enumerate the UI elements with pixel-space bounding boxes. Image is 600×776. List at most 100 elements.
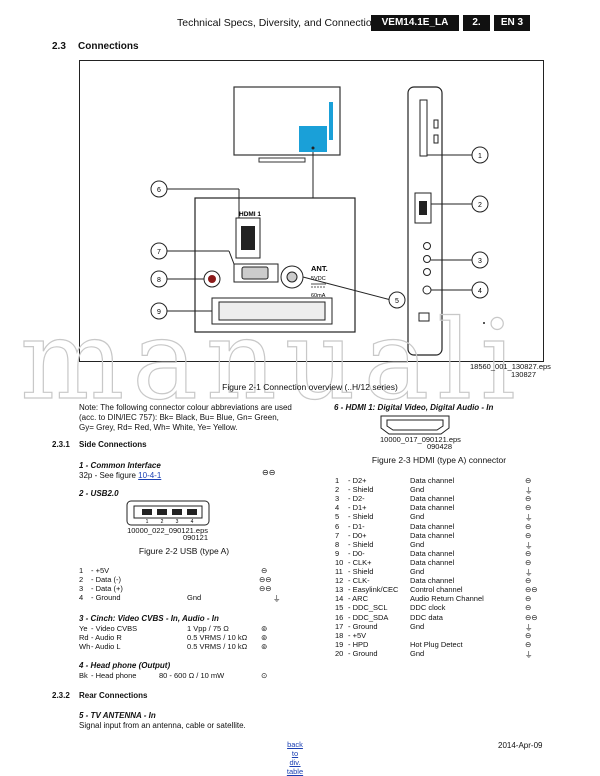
hdmi-pin-desc: Data channel: [410, 521, 455, 531]
rear-section-title: Rear Connections: [79, 691, 148, 700]
antenna-text: Signal input from an antenna, cable or s…: [79, 721, 246, 730]
hdmi-pin-number: 1: [335, 476, 340, 485]
ground-icon: ⏚: [273, 594, 281, 603]
signal-direction-icon: ⊖: [525, 494, 532, 504]
hdmi-pin-name: - Shield: [348, 567, 374, 576]
hdmi-pin-number: 2: [335, 485, 340, 495]
hdmi-pin-desc: Audio Return Channel: [410, 594, 484, 604]
hdmi-pin-desc: DDC data: [410, 612, 443, 622]
leader-dot: [311, 146, 315, 150]
ci-title: 1 - Common Interface: [79, 461, 161, 470]
hdmi-pin-desc: Data channel: [410, 503, 455, 513]
cinch-icon: ⊚: [261, 633, 268, 642]
bidirectional-icon: ⊖⊖: [259, 584, 272, 593]
chapter-badge: 2.: [463, 15, 490, 31]
tv-side-edge: [329, 102, 333, 140]
hdmi-pin-desc: Gnd: [410, 621, 425, 631]
hdmi-port-label: HDMI 1: [239, 211, 261, 218]
usb-pin-2: 2: [161, 519, 164, 525]
antenna-label: ANT.: [311, 264, 328, 273]
hdmi-pin-number: 13: [335, 585, 344, 595]
hdmi-pin-number: 18: [335, 630, 344, 640]
cinch-port-3: [423, 268, 431, 276]
hdmi-pin-desc: Data channel: [410, 548, 455, 558]
hdmi-pin-desc: Data channel: [410, 576, 455, 586]
hdmi-connector-drawing: [380, 415, 450, 435]
hdmi-pin-number: 20: [335, 648, 344, 658]
hdmi-pin-desc: Data channel: [410, 557, 455, 567]
hdmi-pin-number: 14: [335, 594, 344, 604]
header-title: Technical Specs, Diversity, and Connecti…: [177, 17, 383, 29]
antenna-spec-2: 60mA: [311, 293, 326, 299]
hdmi-pin-name: - CLK+: [348, 557, 372, 567]
signal-direction-icon: ⊖: [525, 576, 532, 586]
signal-direction-icon: ⊖: [525, 603, 532, 613]
input-icon: ⊖: [261, 566, 268, 575]
connection-overview-diagram: HDMI 1 ANT. 5VDC 60mA 1 2 3 4 5 6 7 8: [150, 86, 489, 356]
hdmi-pin-desc: Gnd: [410, 512, 425, 522]
signal-direction-icon: ⊖: [525, 557, 532, 567]
headphone-icon: ⊙: [261, 671, 268, 680]
usb-pin-3: 3: [176, 519, 179, 525]
hdmi-pin-desc: Data channel: [410, 494, 455, 504]
hdmi-pin-number: 6: [335, 521, 340, 531]
hdmi-pin-number: 7: [335, 530, 340, 540]
section-title: Connections: [78, 41, 139, 52]
vga-port-inner: [241, 266, 269, 280]
usb-connector-drawing: 1 2 3 4: [126, 500, 210, 526]
footer-date: 2014-Apr-09: [498, 741, 543, 750]
hdmi-pin-name: - D2+: [348, 476, 367, 485]
hdmi-pin-desc: Gnd: [410, 648, 425, 658]
back-to-div-table-link[interactable]: back to div. table: [286, 740, 304, 776]
note-line-1: Note: The following connector colour abb…: [79, 403, 292, 412]
antenna-spec-1: 5VDC: [311, 276, 326, 282]
callout-6: 6: [157, 187, 161, 194]
ground-icon: ⏚: [525, 568, 533, 577]
signal-direction-icon: ⊖: [525, 503, 532, 513]
hdmi-title: 6 - HDMI 1: Digital Video, Digital Audio…: [334, 403, 494, 412]
cinch-port-1: [423, 242, 431, 250]
cinch-icon: ⊚: [261, 642, 268, 651]
cinch-title: 3 - Cinch: Video CVBS - In, Audio - In: [79, 614, 219, 623]
signal-direction-icon: ⊖⊖: [525, 612, 538, 622]
signal-direction-icon: ⊖: [525, 594, 532, 604]
callout-4: 4: [478, 288, 482, 295]
figure1-file-id: 18560_001_130827.eps: [470, 362, 551, 371]
usb-file-date: 090121: [182, 533, 208, 542]
callout-7: 7: [157, 249, 161, 256]
hdmi-pin-name: - +5V: [348, 630, 367, 640]
rear-section-number: 2.3.2: [52, 691, 70, 700]
callout-5: 5: [395, 298, 399, 305]
signal-direction-icon: ⊖: [525, 530, 532, 540]
side-section-title: Side Connections: [79, 440, 147, 449]
bidirectional-icon: ⊖⊖: [262, 468, 276, 477]
hdmi-pin-desc: Gnd: [410, 567, 425, 576]
hdmi-pin-name: - D1+: [348, 503, 367, 513]
ci-slot: [419, 99, 428, 157]
signal-direction-icon: ⊖: [525, 476, 532, 485]
hdmi-pin-number: 4: [335, 503, 340, 513]
hdmi-pin-desc: Data channel: [410, 476, 455, 485]
hdmi-pin-name: - HPD: [348, 639, 369, 649]
hdmi-pin-name: - CLK-: [348, 576, 370, 586]
hdmi-pin-name: - Ground: [348, 621, 378, 631]
usb-caption: Figure 2-2 USB (type A): [138, 546, 230, 556]
callout-2: 2: [478, 202, 482, 209]
signal-direction-icon: ⊖: [525, 548, 532, 558]
hdmi-pin-number: 10: [335, 557, 344, 567]
usb-title: 2 - USB2.0: [79, 489, 119, 498]
hdmi-port-slot: [241, 226, 255, 250]
hdmi-pin-name: - Shield: [348, 539, 374, 549]
hdmi-pin-desc: Gnd: [410, 485, 425, 495]
hdmi-pin-name: - D1-: [348, 521, 365, 531]
ground-icon: ⏚: [525, 622, 533, 632]
hdmi-pin-number: 15: [335, 603, 344, 613]
hdmi-pin-name: - Easylink/CEC: [348, 585, 399, 595]
hdmi-pin-number: 17: [335, 621, 344, 631]
cinch-icon: ⊚: [261, 624, 268, 633]
figure1-file-date: 130827: [510, 370, 536, 379]
hdmi-pin-name: - DDC_SCL: [348, 603, 388, 613]
hdmi-pin-number: 5: [335, 512, 340, 522]
ci-figure-link[interactable]: 10-4-1: [138, 471, 162, 480]
ci-text: 32p - See figure 10-4-1: [79, 471, 162, 480]
